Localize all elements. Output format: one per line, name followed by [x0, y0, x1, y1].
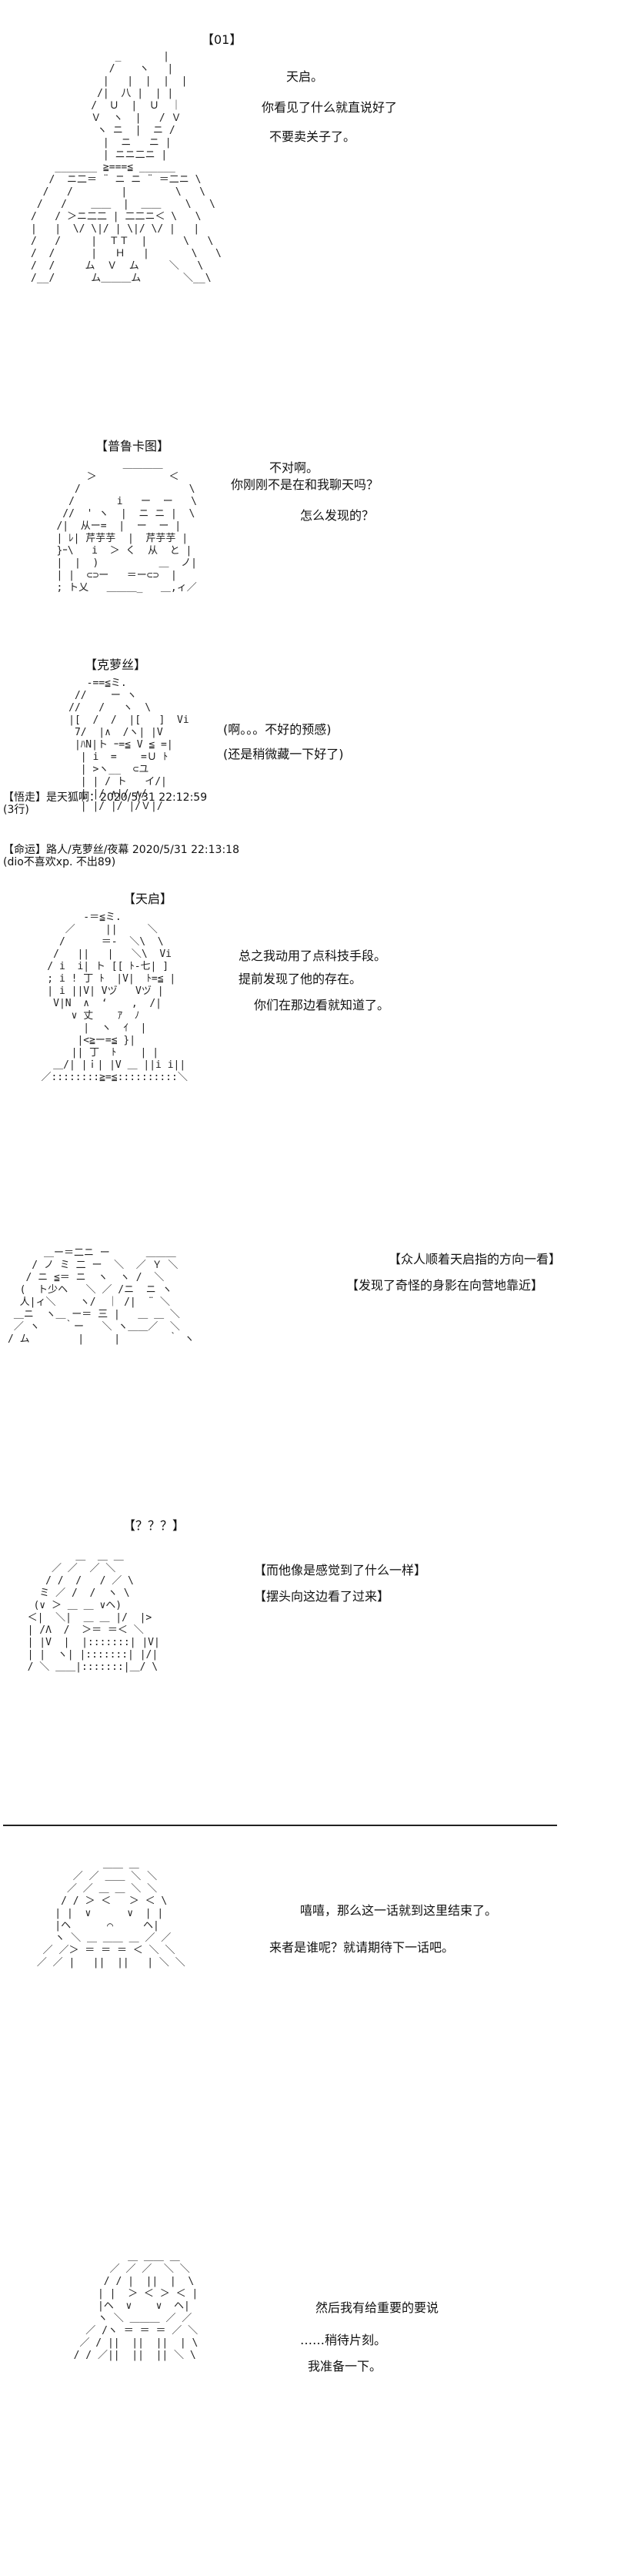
- dialogue-line: 然后我有给重要的要说: [315, 2300, 439, 2315]
- panel-final: ＿ ＿＿ ＿ ／ ／ ／ ＼ ＼ / / | || | \ | | ＞ ＜ ＞ …: [0, 2197, 634, 2576]
- panel-tag: 【普鲁卡图】: [95, 439, 170, 453]
- narration-line: 【发现了奇怪的身影在向营地靠近】: [346, 1278, 544, 1293]
- dialogue-line: 提前发现了他的存在。: [239, 972, 362, 986]
- dialogue-line: 来者是谁呢？就请期待下一话吧。: [269, 1940, 455, 1955]
- dialogue-line: (啊。。。不好的预感): [223, 722, 332, 737]
- panel-keluosi: 【克萝丝】 -==≦ミ. // ー ヽ // / ヽ \ |[ / / |[ ]…: [0, 624, 634, 816]
- narration-line: 【摆头向这边看了过来】: [254, 1589, 390, 1604]
- panel-tag: 【克萝丝】: [85, 657, 147, 672]
- dialogue-line: 不要卖关子了。: [269, 129, 356, 144]
- panel-pulukatu: 【普鲁卡图】 ＿＿＿＿ ＞ ＜ / \ / i ー ー \ // ' ヽ | ニ…: [0, 416, 634, 624]
- divider-line: [3, 1825, 557, 1826]
- ascii-art-figure: ＿＿ ＿ ／ ／ ＿＿ ＼ ＼ ／ ／ ＿ ＿ ＼ ＼ / / ＞ ＜ ＞ ＜ …: [36, 1858, 185, 1969]
- panel-tag: 【？？？】: [123, 1518, 185, 1533]
- ascii-art-figure: _ | / ヽ | | | | | | /| 八 | | | / Ｕ | Ｕ ｜…: [31, 51, 222, 284]
- ascii-art-scene: ＿ー＝二ニ ー ＿＿＿ / ノ ミ 二 ー ＼ ／ Ｙ ＼ / ニ ≦＝ ニ ヽ…: [8, 1247, 195, 1345]
- comment-line: 【悟走】是天狐啊：2020/5/31 22:12:59: [3, 791, 208, 804]
- dialogue-line: 你刚刚不是在和我聊天吗？: [231, 477, 379, 492]
- panel-crowd-look: ＿ー＝二ニ ー ＿＿＿ / ノ ミ 二 ー ＼ ／ Ｙ ＼ / ニ ≦＝ ニ ヽ…: [0, 1155, 634, 1470]
- dialogue-line: ……稍待片刻。: [300, 2333, 387, 2347]
- dialogue-line: 嘻嘻，那么这一话就到这里结束了。: [300, 1903, 498, 1918]
- panel-ending: ＿＿ ＿ ／ ／ ＿＿ ＼ ＼ ／ ／ ＿ ＿ ＼ ＼ / / ＞ ＜ ＞ ＜ …: [0, 1828, 634, 2197]
- dialogue-line: 不对啊。: [269, 460, 319, 475]
- panel-tag: 【01】: [202, 32, 242, 47]
- panel-tag: 【天启】: [123, 892, 173, 906]
- ascii-art-figure: ＿ ＿＿ ＿ ／ ／ ／ ＼ ＼ / / | || | \ | | ＞ ＜ ＞ …: [73, 2251, 199, 2361]
- dialogue-line: 我准备一下。: [308, 2359, 382, 2374]
- comment-block: 【命运】路人/克萝丝/夜幕 2020/5/31 22:13:18 (dio不喜欢…: [0, 816, 634, 878]
- dialogue-line: 你们在那边看就知道了。: [254, 998, 390, 1012]
- panel-01: 【01】 _ | / ヽ | | | | | | /| 八 | | | / Ｕ …: [0, 0, 634, 416]
- ascii-art-figure: ＿ ＿ ＿ ／ ／ ／ ＼ / / / / ／ \ ミ ／ / / ヽ \ (∨…: [27, 1551, 160, 1673]
- dialogue-line: (还是稍微藏一下好了): [223, 747, 344, 761]
- comment-line: (3行): [3, 804, 29, 816]
- dialogue-line: 天启。: [286, 69, 324, 84]
- comment-line: 【命运】路人/克萝丝/夜幕 2020/5/31 22:13:18: [3, 844, 239, 856]
- ascii-art-figure: -＝≦ミ. ／ || ＼ / ＝- ＼\ \ / || | ＼\ Vi / i …: [41, 912, 188, 1083]
- comment-line: (dio不喜欢xp. 不出89): [3, 856, 116, 868]
- narration-line: 【众人顺着天启指的方向一看】: [389, 1252, 562, 1266]
- ascii-art-figure: -==≦ミ. // ー ヽ // / ヽ \ |[ / / |[ ] Vi 7/…: [68, 677, 189, 812]
- panel-unknown: 【？？？】 ＿ ＿ ＿ ／ ／ ／ ＼ / / / / ／ \ ミ ／ / / …: [0, 1470, 634, 1825]
- ascii-art-figure: ＿＿＿＿ ＞ ＜ / \ / i ー ー \ // ' ヽ | ニ ニ | \ …: [56, 459, 198, 594]
- narration-line: 【而他像是感觉到了什么一样】: [254, 1563, 427, 1577]
- dialogue-line: 怎么发现的？: [300, 508, 375, 523]
- dialogue-line: 总之我动用了点科技手段。: [239, 948, 387, 963]
- panel-tianqi: 【天启】 -＝≦ミ. ／ || ＼ / ＝- ＼\ \ / || | ＼\ Vi…: [0, 878, 634, 1155]
- dialogue-line: 你看见了什么就直说好了: [262, 100, 398, 115]
